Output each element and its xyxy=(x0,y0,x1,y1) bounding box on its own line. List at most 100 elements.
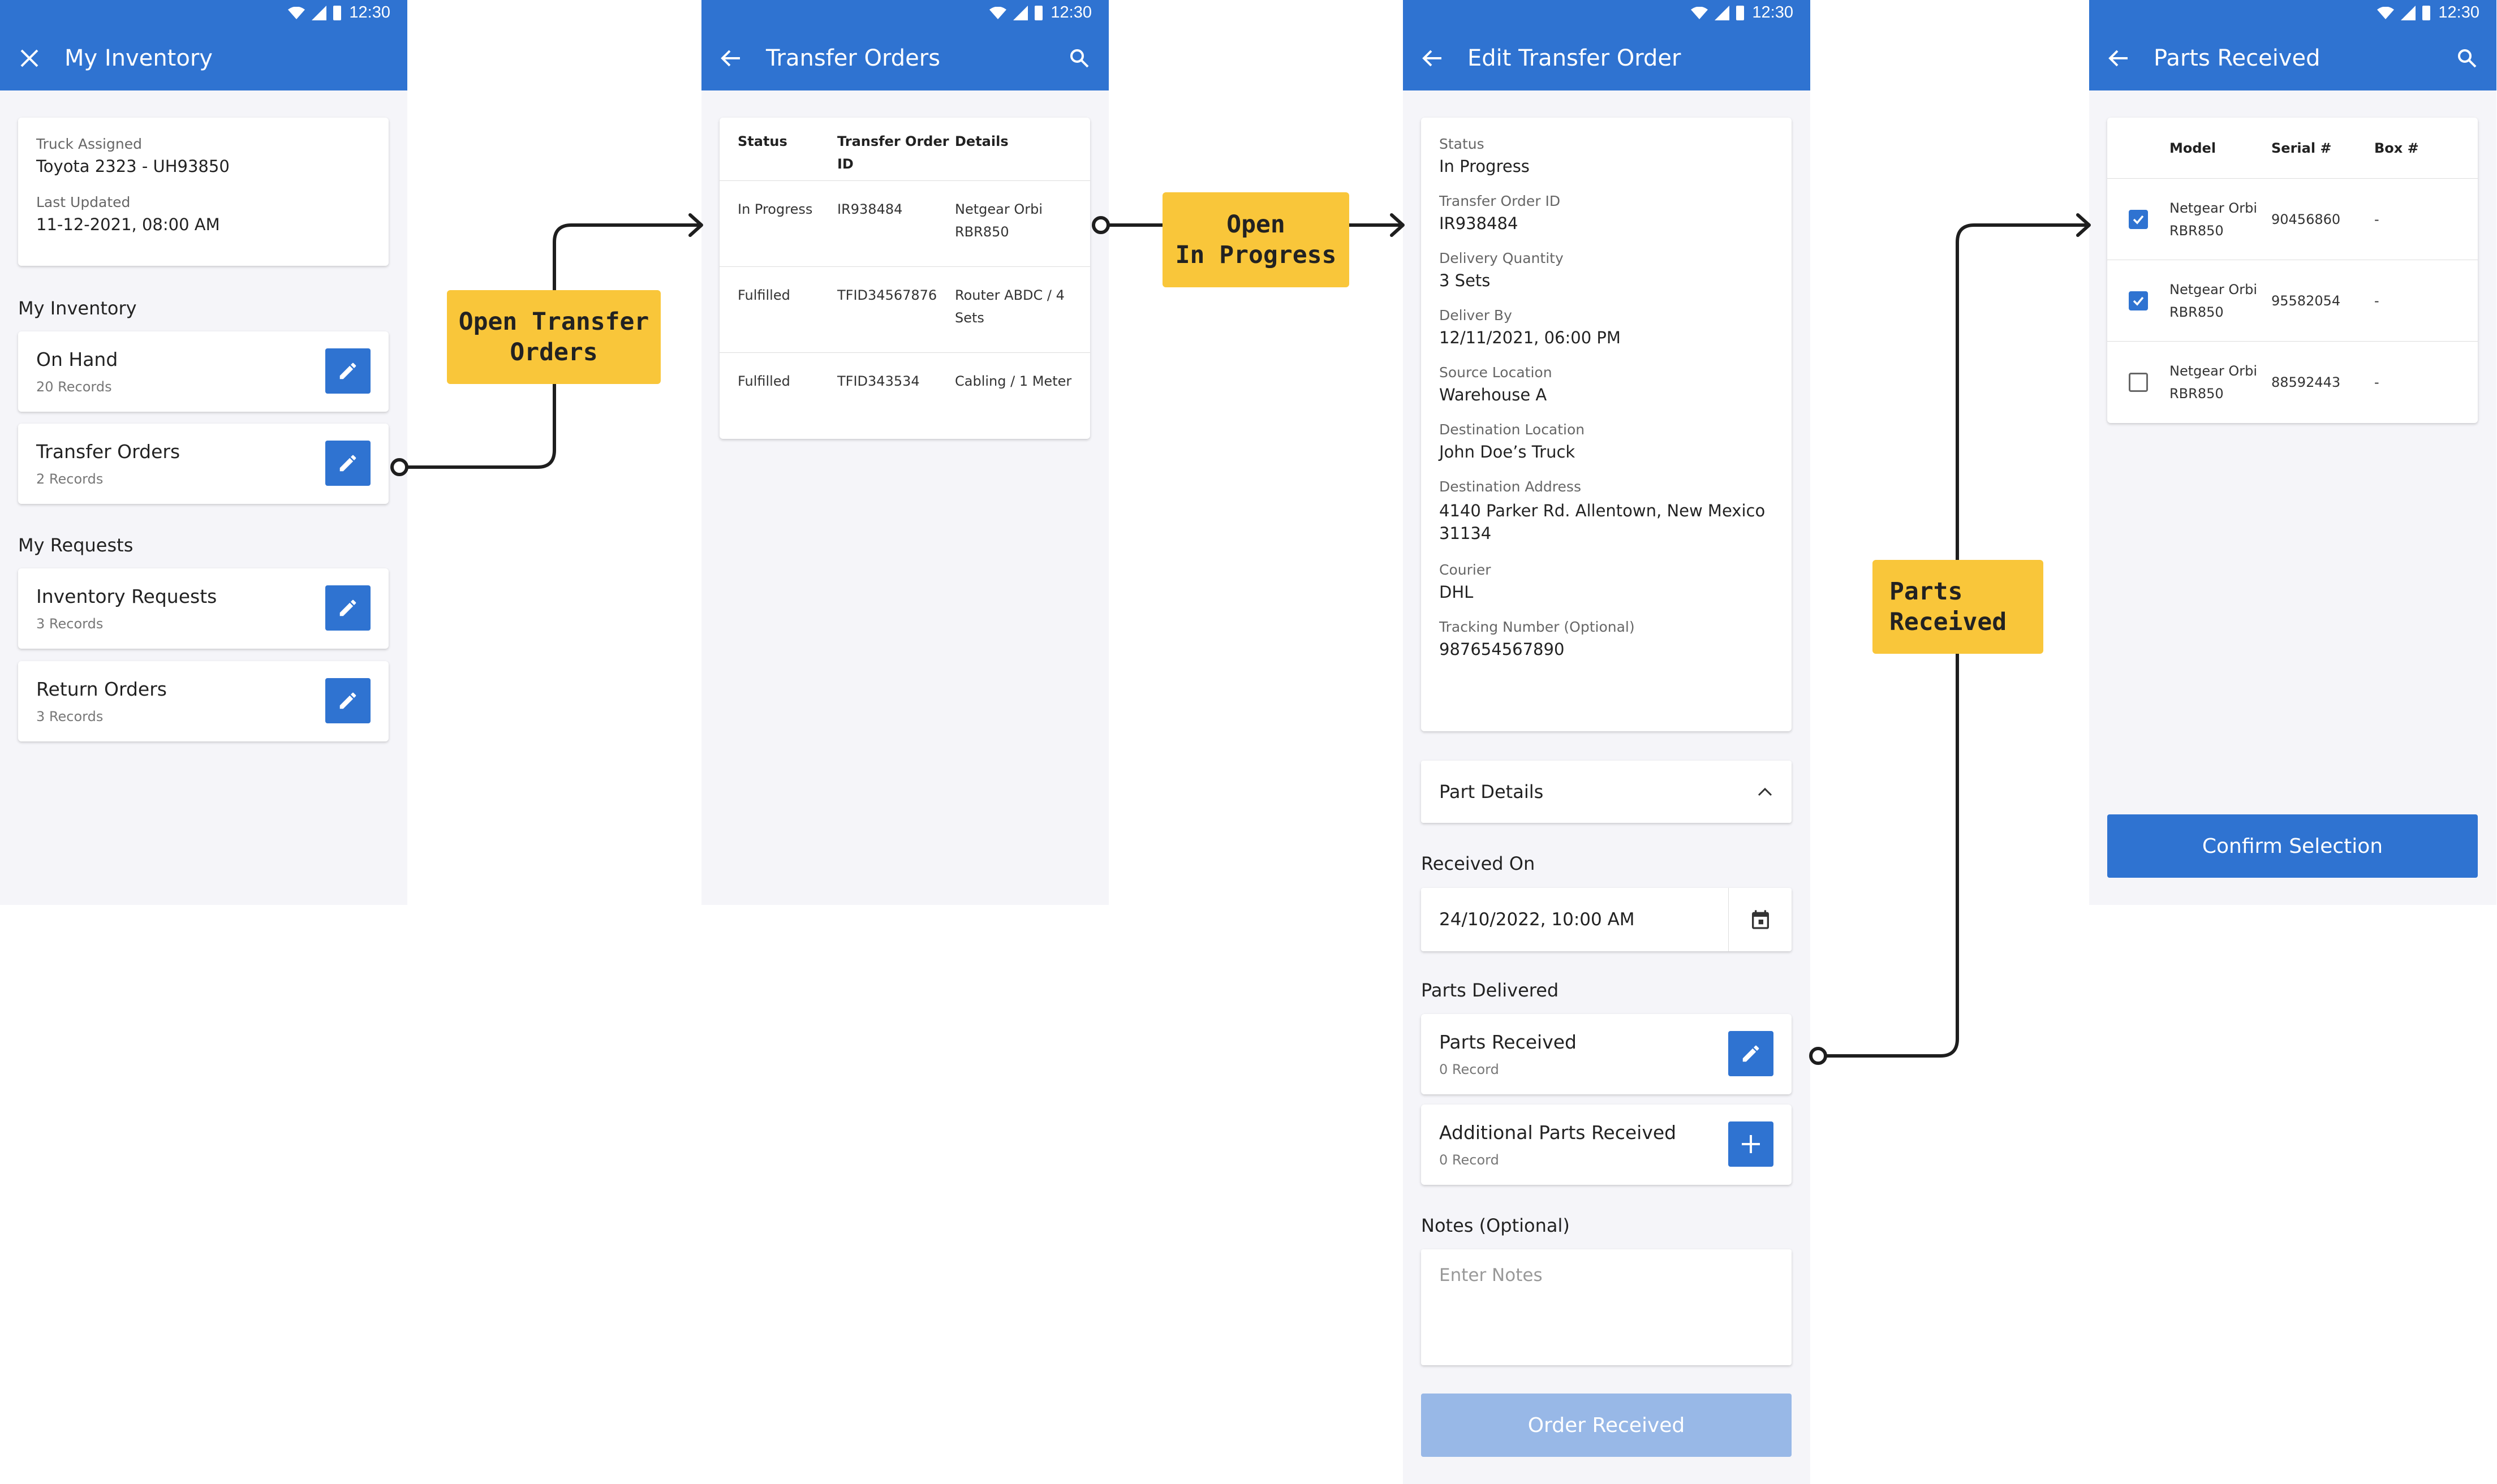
field-destination-location: Destination Location John Doe’s Truck xyxy=(1439,421,1773,461)
back-arrow-icon[interactable] xyxy=(718,46,743,71)
edit-return-orders-button[interactable] xyxy=(325,678,371,723)
edit-inventory-requests-button[interactable] xyxy=(325,585,371,631)
table-row[interactable]: Netgear Orbi RBR850 88592443 - xyxy=(2107,342,2478,423)
order-received-button[interactable]: Order Received xyxy=(1421,1394,1792,1457)
field-label: Delivery Quantity xyxy=(1439,250,1564,266)
field-status: Status In Progress xyxy=(1439,136,1773,176)
transfer-orders-count: 2 Records xyxy=(36,471,104,487)
add-additional-parts-button[interactable] xyxy=(1728,1121,1773,1167)
column-box: Box # xyxy=(2374,140,2419,156)
field-delivery-quantity: Delivery Quantity 3 Sets xyxy=(1439,250,1773,290)
field-value: 987654567890 xyxy=(1439,640,1565,659)
search-icon[interactable] xyxy=(2455,46,2479,71)
row-checkbox[interactable] xyxy=(2129,373,2148,392)
field-label: Transfer Order ID xyxy=(1439,193,1561,209)
inventory-requests-count: 3 Records xyxy=(36,616,104,632)
field-destination-address: Destination Address 4140 Parker Rd. Alle… xyxy=(1439,478,1773,545)
page-title: Edit Transfer Order xyxy=(1467,45,1681,71)
callout-open-in-progress: Open In Progress xyxy=(1163,192,1349,287)
on-hand-item[interactable]: On Hand 20 Records xyxy=(18,331,389,412)
parts-delivered-label: Parts Delivered xyxy=(1421,980,1559,1001)
inventory-requests-title: Inventory Requests xyxy=(36,585,217,607)
back-arrow-icon[interactable] xyxy=(2106,46,2131,71)
battery-icon xyxy=(1035,5,1043,20)
back-arrow-icon[interactable] xyxy=(1420,46,1445,71)
callout-parts-received: Parts Received xyxy=(1872,560,2043,654)
edit-parts-received-button[interactable] xyxy=(1728,1031,1773,1076)
row-serial: 90456860 xyxy=(2271,211,2341,227)
additional-parts-count: 0 Record xyxy=(1439,1152,1499,1168)
field-label: Destination Location xyxy=(1439,421,1585,438)
edit-on-hand-button[interactable] xyxy=(325,348,371,394)
on-hand-count: 20 Records xyxy=(36,379,112,395)
table-row[interactable]: Fulfilled TFID34567876 Router ABDC / 4 S… xyxy=(720,267,1090,353)
screen-parts-received: 12:30 Parts Received Model Serial # Box … xyxy=(2089,0,2496,905)
received-on-input[interactable]: 24/10/2022, 10:00 AM xyxy=(1421,888,1792,951)
row-status: Fulfilled xyxy=(738,287,790,303)
row-checkbox[interactable] xyxy=(2129,209,2148,229)
screen-my-inventory: 12:30 My Inventory Truck Assigned Toyota… xyxy=(0,0,407,905)
row-checkbox[interactable] xyxy=(2129,291,2148,310)
parts-received-item[interactable]: Parts Received 0 Record xyxy=(1421,1014,1792,1094)
last-updated-value: 11-12-2021, 08:00 AM xyxy=(36,215,220,234)
app-bar: Transfer Orders xyxy=(701,25,1109,90)
screen-transfer-orders: 12:30 Transfer Orders Status Transfer Or… xyxy=(701,0,1109,905)
confirm-selection-button[interactable]: Confirm Selection xyxy=(2107,814,2478,878)
table-row[interactable]: Fulfilled TFID343534 Cabling / 1 Meter xyxy=(720,353,1090,439)
row-model: Netgear Orbi RBR850 xyxy=(2169,281,2257,320)
parts-table: Model Serial # Box # Netgear Orbi RBR850… xyxy=(2107,118,2478,423)
row-id: TFID343534 xyxy=(837,373,920,389)
app-bar: Parts Received xyxy=(2089,25,2496,90)
on-hand-title: On Hand xyxy=(36,348,118,370)
wifi-icon xyxy=(2377,6,2395,19)
edit-icon xyxy=(339,455,356,472)
field-label: Destination Address xyxy=(1439,478,1581,495)
return-orders-title: Return Orders xyxy=(36,678,167,700)
calendar-button[interactable] xyxy=(1728,888,1792,951)
notes-field[interactable]: Enter Notes xyxy=(1421,1249,1792,1365)
inventory-requests-item[interactable]: Inventory Requests 3 Records xyxy=(18,568,389,649)
parts-received-count: 0 Record xyxy=(1439,1062,1499,1077)
part-details-accordion[interactable]: Part Details xyxy=(1421,761,1792,823)
signal-icon xyxy=(312,5,327,20)
truck-card: Truck Assigned Toyota 2323 - UH93850 Las… xyxy=(18,118,389,266)
battery-icon xyxy=(2422,5,2431,20)
notes-label: Notes (Optional) xyxy=(1421,1215,1570,1236)
section-my-inventory: My Inventory xyxy=(18,297,137,319)
return-orders-item[interactable]: Return Orders 3 Records xyxy=(18,661,389,741)
status-bar: 12:30 xyxy=(0,0,407,25)
signal-icon xyxy=(1013,5,1028,20)
field-label: Source Location xyxy=(1439,364,1552,381)
field-value: DHL xyxy=(1439,583,1474,602)
app-bar: My Inventory xyxy=(0,25,407,90)
table-row[interactable]: Netgear Orbi RBR850 95582054 - xyxy=(2107,260,2478,342)
plus-icon xyxy=(1742,1135,1760,1153)
field-label: Deliver By xyxy=(1439,307,1512,323)
table-row[interactable]: In Progress IR938484 Netgear Orbi RBR850 xyxy=(720,181,1090,267)
column-details: Details xyxy=(955,133,1009,149)
battery-icon xyxy=(333,5,342,20)
transfer-orders-title: Transfer Orders xyxy=(36,441,180,463)
order-details-card: Status In Progress Transfer Order ID IR9… xyxy=(1421,118,1792,731)
column-status: Status xyxy=(738,133,787,149)
field-value: 4140 Parker Rd. Allentown, New Mexico 31… xyxy=(1439,501,1766,543)
field-source-location: Source Location Warehouse A xyxy=(1439,364,1773,404)
row-details: Cabling / 1 Meter xyxy=(955,373,1072,389)
status-time: 12:30 xyxy=(349,3,390,21)
app-bar: Edit Transfer Order xyxy=(1403,25,1810,90)
close-icon[interactable] xyxy=(17,46,42,71)
field-value: John Doe’s Truck xyxy=(1439,442,1575,461)
search-icon[interactable] xyxy=(1067,46,1092,71)
connector-origin-dot xyxy=(1092,216,1110,234)
edit-icon xyxy=(339,692,356,709)
field-value: In Progress xyxy=(1439,157,1530,176)
status-bar: 12:30 xyxy=(2089,0,2496,25)
transfer-orders-table: Status Transfer Order ID Details In Prog… xyxy=(720,118,1090,439)
edit-icon xyxy=(1742,1045,1759,1062)
transfer-orders-item[interactable]: Transfer Orders 2 Records xyxy=(18,424,389,504)
wifi-icon xyxy=(288,6,305,19)
additional-parts-item[interactable]: Additional Parts Received 0 Record xyxy=(1421,1105,1792,1185)
column-model: Model xyxy=(2169,140,2216,156)
table-row[interactable]: Netgear Orbi RBR850 90456860 - xyxy=(2107,179,2478,260)
edit-transfer-orders-button[interactable] xyxy=(325,441,371,486)
